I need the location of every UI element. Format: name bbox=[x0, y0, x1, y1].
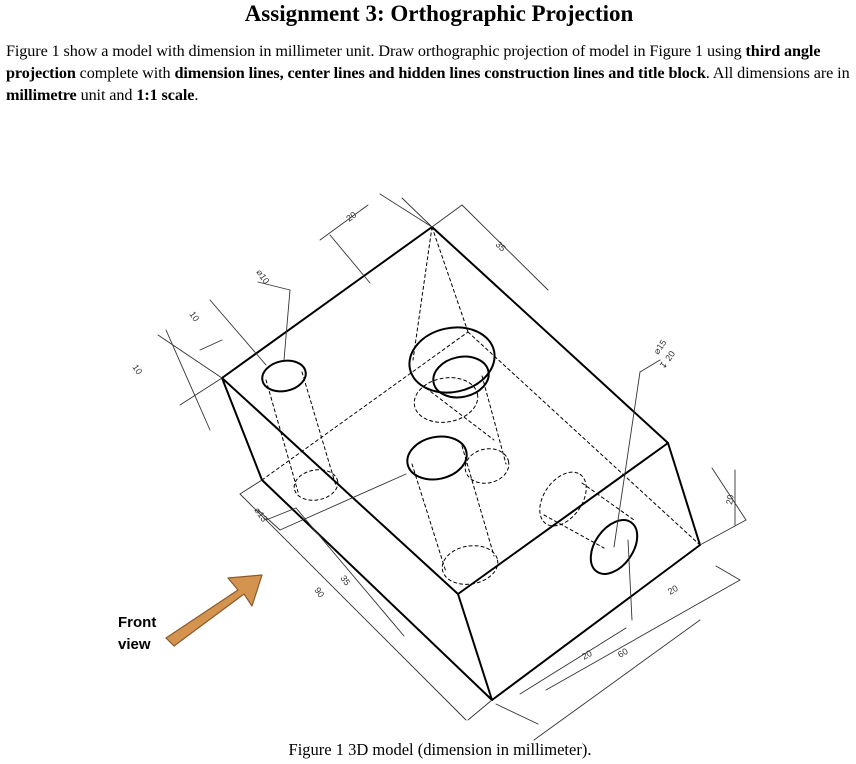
instr-bold4: 1:1 scale bbox=[136, 86, 195, 104]
figure-caption: Figure 1 3D model (dimension in millimet… bbox=[288, 740, 592, 759]
holes bbox=[261, 326, 639, 575]
dimension-labels: 20 35 ⌀10 10 10 ⌀13 90 35 ⌀15 ↧ 20 20 20… bbox=[130, 210, 735, 662]
page-title: Assignment 3: Orthographic Projection bbox=[244, 1, 634, 26]
dim-10-b: 10 bbox=[130, 362, 144, 376]
instr-bold1: third angle projection bbox=[6, 42, 821, 82]
instr-part3: . All dimensions are in bbox=[705, 64, 850, 82]
dim-hole10: ⌀10 bbox=[254, 267, 271, 285]
hidden-lines bbox=[261, 226, 701, 585]
dim-20-r: 20 bbox=[666, 583, 680, 597]
front-view-label: Front view bbox=[118, 612, 156, 656]
dim-90: 90 bbox=[312, 585, 326, 599]
dim-10-a: 10 bbox=[187, 309, 201, 323]
instr-bold3: millimetre bbox=[6, 86, 77, 104]
dim-20-top: 20 bbox=[344, 210, 358, 224]
instr-part4: unit and bbox=[76, 86, 137, 104]
block-outline bbox=[221, 226, 701, 701]
dim-20-side: 20 bbox=[724, 494, 736, 506]
instructions-paragraph: Figure 1 show a model with dimension in … bbox=[6, 40, 856, 106]
instr-bold2: dimension lines, center lines and hidden… bbox=[174, 64, 706, 82]
dim-20-b: 20 bbox=[580, 648, 594, 662]
front-view-label-line1: Front bbox=[118, 614, 157, 631]
dim-60: 60 bbox=[616, 646, 630, 660]
dim-35-front: 35 bbox=[338, 573, 352, 587]
dim-35-top: 35 bbox=[494, 239, 508, 253]
dimension-lines bbox=[157, 193, 747, 741]
instr-part5: . bbox=[194, 86, 199, 104]
front-view-arrow-icon bbox=[165, 574, 263, 647]
instr-part2: complete with bbox=[75, 64, 175, 82]
instr-part1: Figure 1 show a model with dimension in … bbox=[6, 42, 746, 60]
front-view-label-line2: view bbox=[118, 636, 151, 653]
